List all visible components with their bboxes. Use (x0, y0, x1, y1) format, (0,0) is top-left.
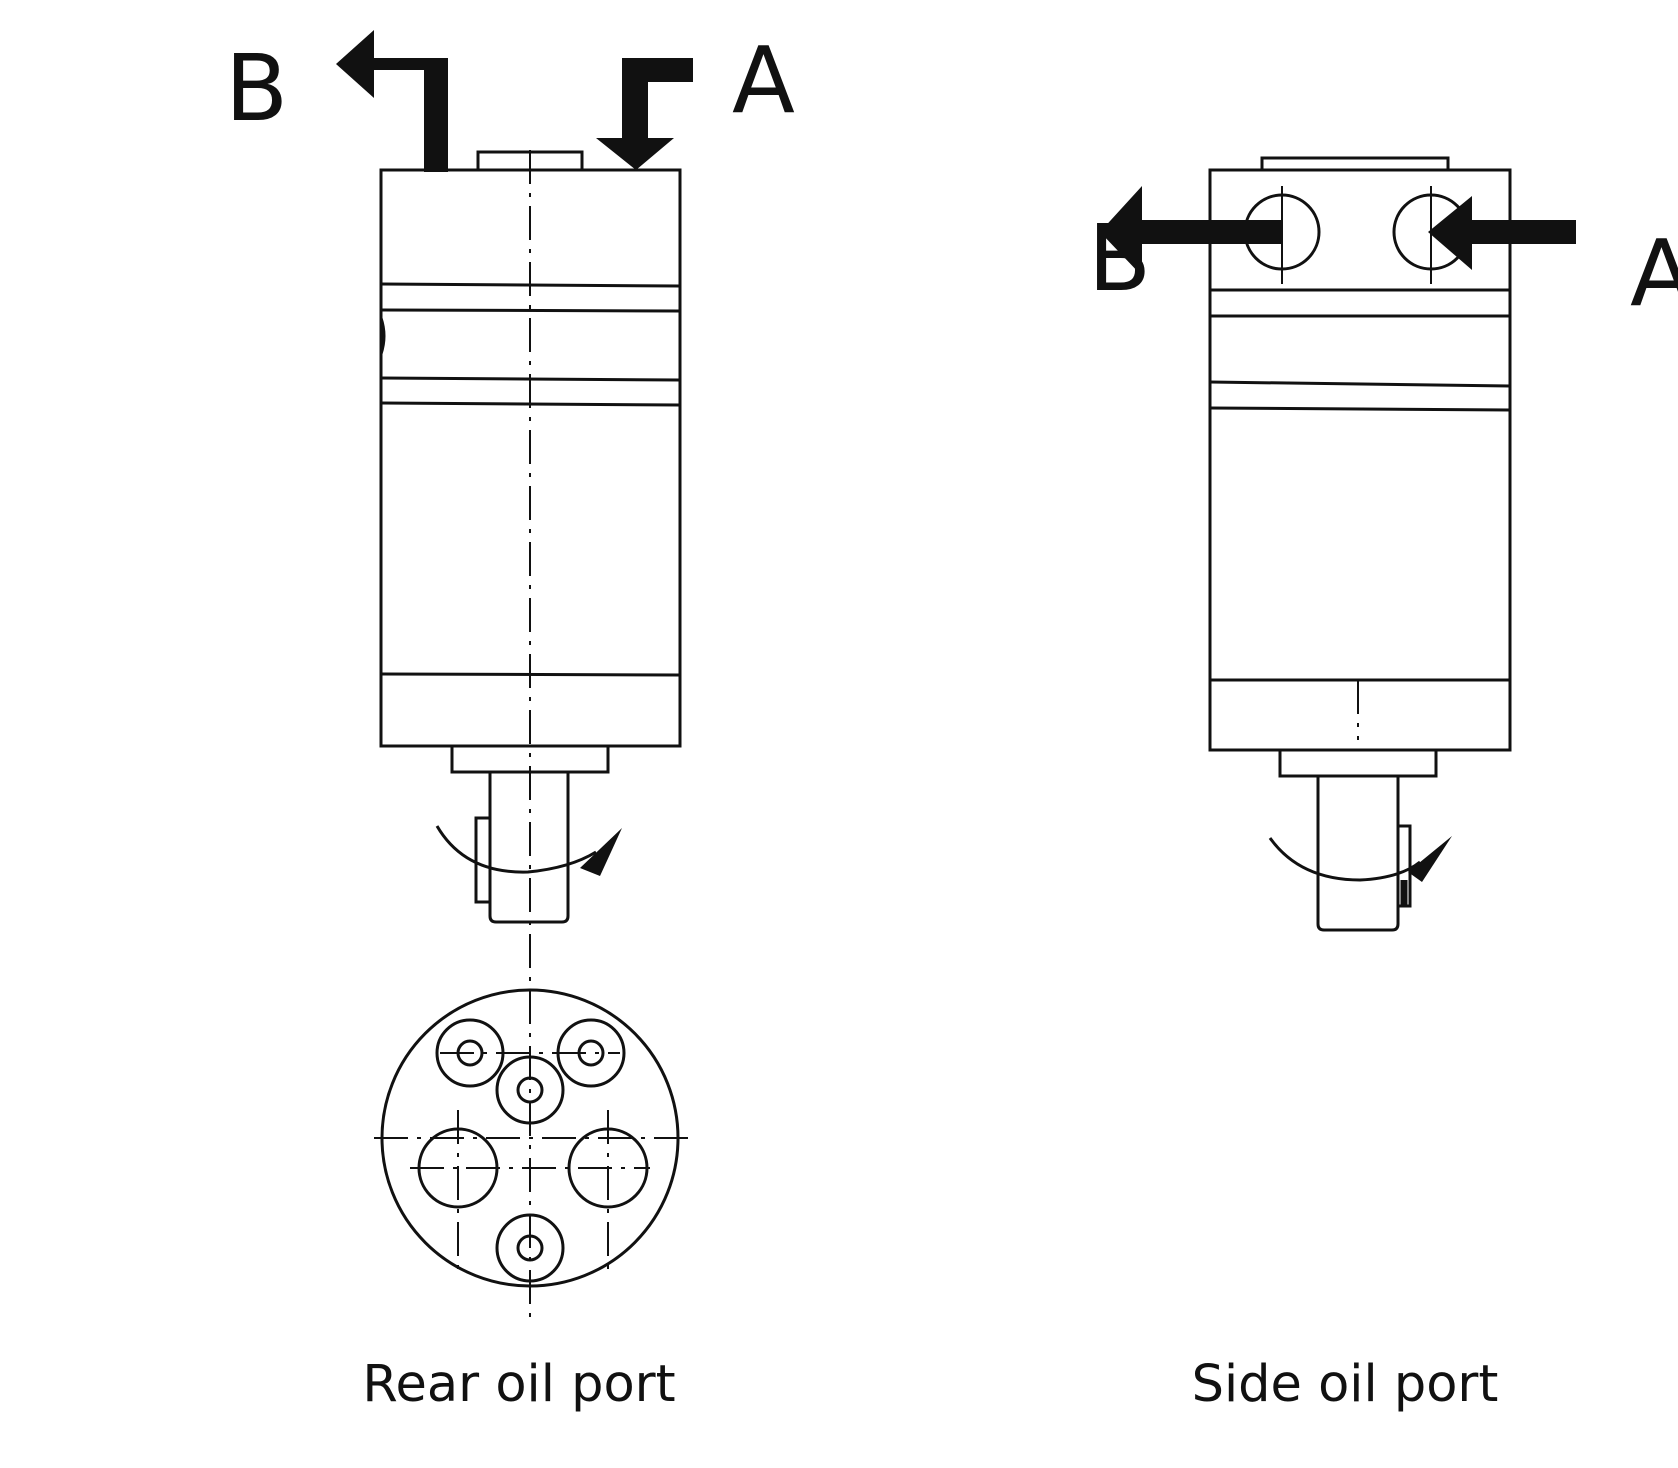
rear-port-b-label: B (225, 35, 288, 142)
side-top-cap (1260, 156, 1450, 172)
side-port-a-arrow (1428, 196, 1576, 270)
rear-port-b-arrow (336, 30, 448, 172)
rear-port-view: B A (225, 27, 795, 1318)
side-port-view: B A (1088, 156, 1678, 932)
side-rotation-arrow (1268, 836, 1452, 882)
side-port-caption: Side oil port (1191, 1355, 1499, 1414)
rear-port-a-arrow (596, 58, 693, 170)
rear-rotation-arrow (435, 825, 622, 876)
rear-port-caption: Rear oil port (362, 1355, 676, 1414)
side-port-a-label: A (1630, 220, 1678, 327)
side-output-shaft (1316, 776, 1400, 932)
rear-port-a-label: A (732, 27, 795, 134)
side-port-b-arrow (1100, 186, 1282, 276)
rear-end-view (374, 988, 692, 1288)
side-flange (1278, 748, 1438, 778)
